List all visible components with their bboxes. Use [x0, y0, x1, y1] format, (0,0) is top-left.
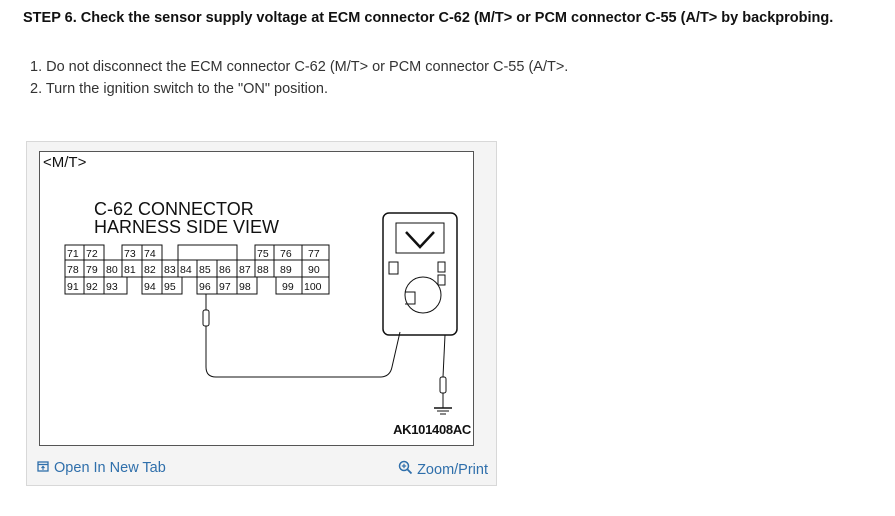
- connector-title-line2: HARNESS SIDE VIEW: [94, 217, 280, 237]
- pin-label: 86: [219, 264, 231, 276]
- pin-label: 84: [180, 264, 192, 276]
- magnifier-icon: [398, 460, 417, 478]
- pin-label: 94: [144, 281, 156, 293]
- pin-label: 76: [280, 248, 292, 260]
- pin-label: 89: [280, 264, 292, 276]
- wiring-diagram: <M/T> C-62 CONNECTOR HARNESS SIDE VIEW: [39, 151, 474, 446]
- zoom-print-link[interactable]: Zoom/Print: [398, 460, 488, 478]
- pin-label: 75: [257, 248, 269, 260]
- connector-title: C-62 CONNECTOR HARNESS SIDE VIEW: [94, 200, 279, 236]
- open-in-new-tab-link[interactable]: Open In New Tab: [37, 460, 166, 476]
- connector-title-line1: C-62 CONNECTOR: [94, 199, 254, 219]
- pin-label: 80: [106, 264, 118, 276]
- pin-label: 79: [86, 264, 98, 276]
- instruction-1: 1. Do not disconnect the ECM connector C…: [30, 59, 569, 75]
- figure-container: <M/T> C-62 CONNECTOR HARNESS SIDE VIEW: [26, 141, 497, 486]
- pin-label: 99: [282, 281, 294, 293]
- pin-label: 100: [304, 281, 322, 293]
- transmission-label: <M/T>: [43, 154, 87, 171]
- pin-label: 85: [199, 264, 211, 276]
- pin-label: 92: [86, 281, 98, 293]
- instruction-2: 2. Turn the ignition switch to the "ON" …: [30, 81, 329, 97]
- step-instructions: 1. Do not disconnect the ECM connector C…: [30, 56, 568, 100]
- pin-label: 78: [67, 264, 79, 276]
- pin-label: 72: [86, 248, 98, 260]
- external-link-icon: [37, 460, 54, 476]
- step-title: STEP 6. Check the sensor supply voltage …: [23, 10, 834, 26]
- pin-label: 90: [308, 264, 320, 276]
- pin-row-2: 78 79 80 81 82 83 84 85 86 87 88 89 90: [67, 264, 320, 276]
- part-code: AK101408AC: [393, 422, 471, 437]
- pin-label: 82: [144, 264, 156, 276]
- pin-label: 77: [308, 248, 320, 260]
- pin-label: 95: [164, 281, 176, 293]
- pin-label: 87: [239, 264, 251, 276]
- pin-label: 93: [106, 281, 118, 293]
- pin-label: 83: [164, 264, 176, 276]
- pin-label: 71: [67, 248, 79, 260]
- pin-label: 88: [257, 264, 269, 276]
- pin-label: 97: [219, 281, 231, 293]
- pin-label: 98: [239, 281, 251, 293]
- connector-schematic: 71 72 73 74 75 76 77 78 79 80 81 82 83 8…: [64, 212, 458, 415]
- pin-label: 81: [124, 264, 136, 276]
- open-in-new-tab-label: Open In New Tab: [54, 460, 166, 476]
- zoom-print-label: Zoom/Print: [417, 462, 488, 478]
- pin-label: 74: [144, 248, 156, 260]
- pin-label: 73: [124, 248, 136, 260]
- pin-label: 91: [67, 281, 79, 293]
- pin-label: 96: [199, 281, 211, 293]
- pin-row-3: 91 92 93 94 95 96 97 98 99 100: [67, 281, 322, 293]
- pin-row-1: 71 72 73 74 75 76 77: [67, 248, 320, 260]
